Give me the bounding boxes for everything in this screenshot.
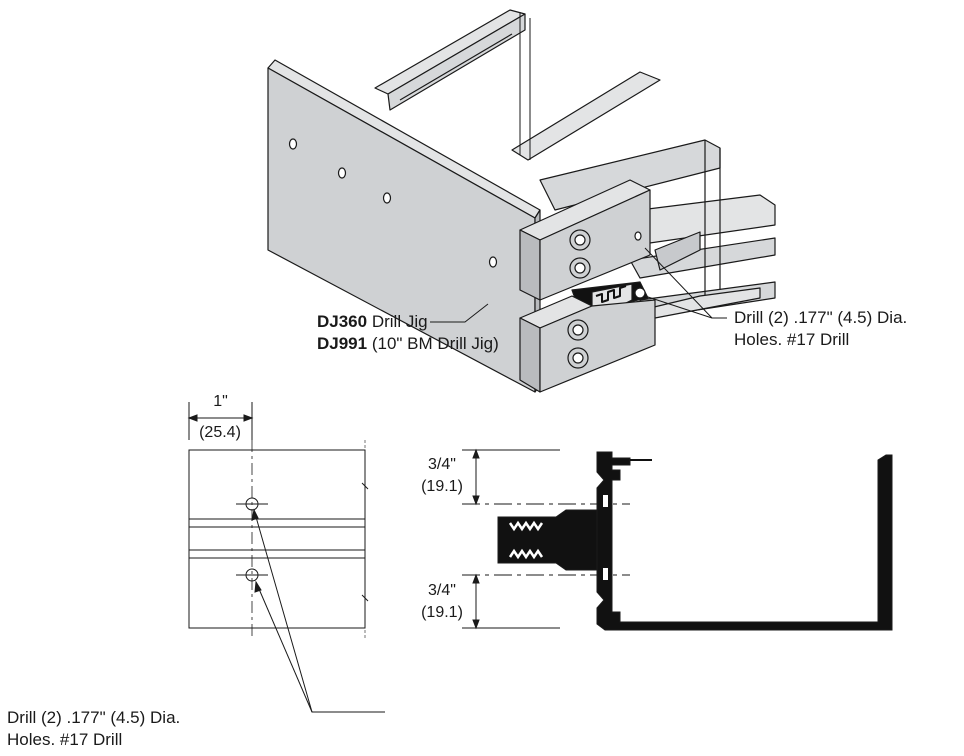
isometric-view (267, 9, 776, 393)
front-view-outline (188, 449, 366, 629)
front-leaders (251, 508, 385, 713)
model-dj991: DJ991 (317, 334, 368, 353)
dim-offset-metric: (25.4) (199, 424, 241, 441)
rail-rear-right (511, 12, 661, 161)
dim-spacing-bottom-metric: (19.1) (421, 604, 463, 621)
dim-spacing-top-imperial: 3/4" (428, 456, 456, 473)
drill-jig-line-1: DJ360 Drill Jig (317, 311, 499, 333)
bm-drill-jig-name: (10" BM Drill Jig) (367, 334, 499, 353)
front-hole-upper (236, 497, 268, 511)
drill-holes-callout-top: Drill (2) .177" (4.5) Dia. Holes. #17 Dr… (734, 307, 907, 351)
front-hole-lower (236, 568, 268, 582)
leader-hole-2 (644, 295, 713, 319)
drill-hole (634, 231, 642, 241)
channel-slots (603, 495, 608, 580)
drill-jig-line-2: DJ991 (10" BM Drill Jig) (317, 333, 499, 355)
drill-jig-plate (267, 59, 541, 393)
lower-clamp-block (519, 295, 656, 393)
t-slot-bracket (497, 509, 598, 571)
model-dj360: DJ360 (317, 312, 368, 331)
drill-holes-bottom-line-1: Drill (2) .177" (4.5) Dia. (7, 708, 181, 727)
dim-spacing-bottom-imperial: 3/4" (428, 582, 456, 599)
dim-offset-imperial: 1" (213, 393, 228, 410)
drill-holes-callout-bottom: Drill (2) .177" (4.5) Dia. Holes. #17 Dr… (7, 707, 180, 751)
plate-hole (488, 256, 498, 268)
drill-holes-top-line-2: Holes. #17 Drill (734, 330, 850, 349)
drill-jig-name: Drill Jig (367, 312, 428, 331)
dim-offset-lines (187, 402, 254, 440)
front-view (187, 402, 385, 713)
rail-rear-left (374, 9, 526, 111)
side-profile-view (462, 448, 893, 631)
drill-holes-bottom-line-2: Holes. #17 Drill (7, 730, 123, 749)
leader-drill-jig (430, 303, 489, 323)
plate-hole (382, 192, 392, 204)
drill-holes-top-line-1: Drill (2) .177" (4.5) Dia. (734, 308, 908, 327)
iso-leaders (430, 247, 727, 323)
drill-jig-callout: DJ360 Drill Jig DJ991 (10" BM Drill Jig) (317, 311, 499, 355)
channel-profile (596, 451, 893, 631)
dim-spacing-top-metric: (19.1) (421, 478, 463, 495)
upper-clamp-block (519, 179, 651, 301)
plate-hole (288, 138, 298, 150)
plate-hole (337, 167, 347, 179)
